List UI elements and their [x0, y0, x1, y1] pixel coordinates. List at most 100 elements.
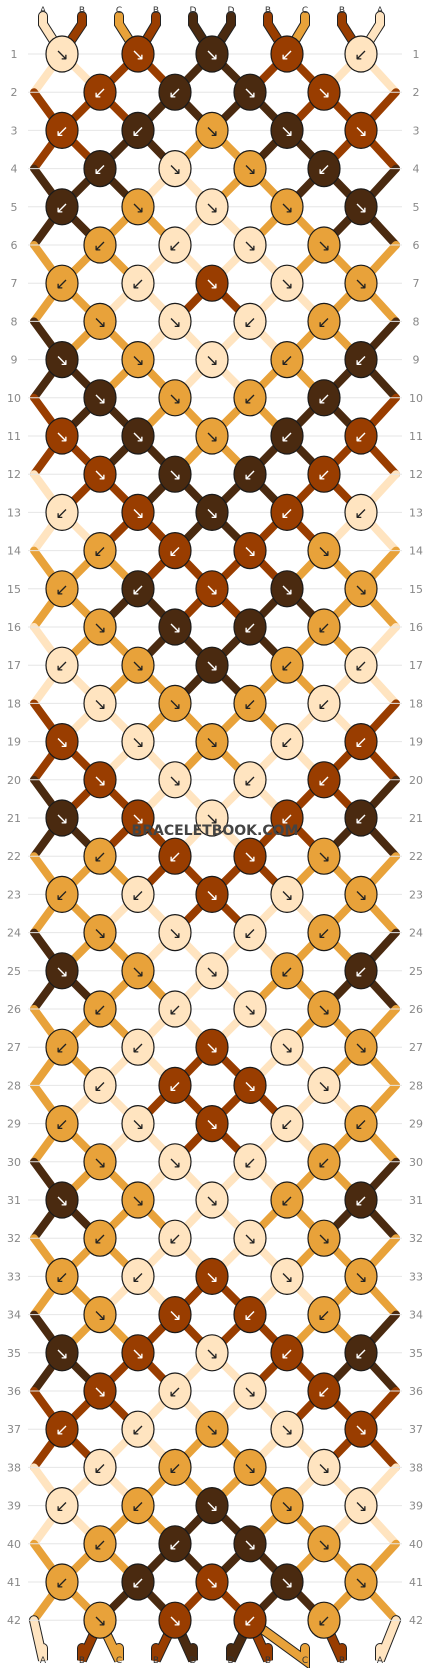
knot-oval: [45, 1486, 79, 1525]
knot: ↙: [233, 684, 267, 723]
knot: ↙: [344, 35, 378, 73]
knot-oval: [121, 1028, 155, 1066]
knot-direction-arrow: ↘: [317, 542, 330, 561]
knot-direction-arrow: ↘: [205, 503, 218, 522]
knot-direction-arrow: ↙: [317, 160, 330, 179]
knot-oval: [270, 799, 304, 837]
knot-oval: [195, 35, 229, 73]
knot-direction-arrow: ↙: [55, 1115, 68, 1134]
knot-direction-arrow: ↘: [243, 1229, 256, 1248]
knot-direction-arrow: ↙: [280, 351, 293, 370]
knot-direction-arrow: ↘: [205, 1344, 218, 1363]
knot: ↘: [158, 455, 192, 493]
knot-direction-arrow: ↙: [243, 312, 256, 331]
knot-direction-arrow: ↘: [354, 1267, 367, 1286]
knot-oval: [344, 646, 378, 684]
knot-oval: [344, 341, 378, 379]
knot: ↘: [344, 570, 378, 608]
knot: ↘: [83, 302, 117, 340]
knot-direction-arrow: ↘: [354, 1573, 367, 1592]
knot-oval: [158, 1066, 192, 1105]
knot: ↘: [121, 493, 155, 532]
knot-oval: [121, 417, 155, 455]
knot-direction-arrow: ↙: [55, 656, 68, 675]
knot-direction-arrow: ↙: [317, 312, 330, 331]
knot-direction-arrow: ↙: [280, 809, 293, 828]
knot: ↘: [195, 1563, 229, 1601]
knot: ↘: [158, 913, 192, 952]
knot-oval: [83, 1372, 117, 1410]
knot: ↙: [270, 799, 304, 837]
knot-oval: [121, 875, 155, 914]
knot-oval: [233, 73, 267, 111]
row-number-left: 7: [11, 277, 18, 290]
knot: ↘: [307, 837, 341, 875]
knot: ↙: [307, 379, 341, 417]
knot: ↘: [195, 35, 229, 73]
knot-oval: [121, 341, 155, 379]
knot-direction-arrow: ↙: [55, 1497, 68, 1516]
knot-direction-arrow: ↙: [280, 733, 293, 752]
knot: ↘: [158, 761, 192, 799]
knot-oval: [195, 1104, 229, 1143]
knot: ↘: [195, 875, 229, 914]
bottom-strand-letter: B: [79, 1656, 85, 1666]
knot: ↘: [195, 570, 229, 608]
knot-oval: [307, 761, 341, 799]
knot-direction-arrow: ↙: [317, 694, 330, 713]
row-number-left: 15: [7, 583, 21, 596]
knot: ↘: [344, 875, 378, 914]
knot-direction-arrow: ↘: [280, 1573, 293, 1592]
knot-direction-arrow: ↘: [93, 1153, 106, 1172]
knot-oval: [195, 264, 229, 302]
knot: ↙: [233, 1143, 267, 1181]
knot: ↘: [344, 1486, 378, 1525]
knot-direction-arrow: ↘: [205, 351, 218, 370]
knot-direction-arrow: ↙: [354, 45, 367, 64]
knot: ↘: [83, 1372, 117, 1410]
bottom-strand-tail: [246, 1616, 309, 1668]
knot-oval: [233, 302, 267, 340]
knot-oval: [344, 111, 378, 149]
knot-oval: [121, 188, 155, 226]
knot-direction-arrow: ↘: [93, 312, 106, 331]
knot-direction-arrow: ↘: [131, 351, 144, 370]
knot-oval: [45, 1410, 79, 1448]
knot-oval: [195, 570, 229, 608]
knot-direction-arrow: ↙: [168, 847, 181, 866]
knot-direction-arrow: ↙: [131, 1420, 144, 1439]
row-number-left: 25: [7, 965, 21, 978]
knot: ↘: [270, 111, 304, 149]
knot: ↘: [195, 341, 229, 379]
knot-direction-arrow: ↘: [131, 1191, 144, 1210]
row-number-right: 15: [409, 583, 423, 596]
knot: ↙: [158, 1448, 192, 1487]
row-number-right: 18: [409, 697, 423, 710]
knot: ↙: [344, 341, 378, 379]
knot-direction-arrow: ↘: [243, 236, 256, 255]
knot-oval: [307, 1448, 341, 1487]
knot-oval: [158, 1601, 192, 1639]
knot-direction-arrow: ↙: [168, 236, 181, 255]
knot-oval: [233, 1219, 267, 1257]
knot-direction-arrow: ↙: [354, 656, 367, 675]
knot-oval: [344, 417, 378, 455]
bottom-strand-letter: D: [228, 1656, 235, 1666]
knot-oval: [83, 1219, 117, 1257]
knot-direction-arrow: ↘: [280, 1420, 293, 1439]
knot: ↘: [195, 646, 229, 684]
knot: ↙: [344, 1104, 378, 1143]
knot: ↙: [344, 722, 378, 761]
knot-direction-arrow: ↘: [243, 1076, 256, 1095]
knot: ↙: [270, 1104, 304, 1143]
knot-oval: [270, 35, 304, 73]
knot-oval: [307, 913, 341, 952]
knot-direction-arrow: ↘: [131, 1344, 144, 1363]
knot-direction-arrow: ↙: [243, 1153, 256, 1172]
row-number-left: 9: [11, 354, 18, 367]
knot-oval: [233, 1372, 267, 1410]
knot: ↙: [83, 1525, 117, 1563]
knot: ↘: [195, 1486, 229, 1525]
knot: ↘: [121, 722, 155, 761]
knot-direction-arrow: ↘: [280, 1267, 293, 1286]
